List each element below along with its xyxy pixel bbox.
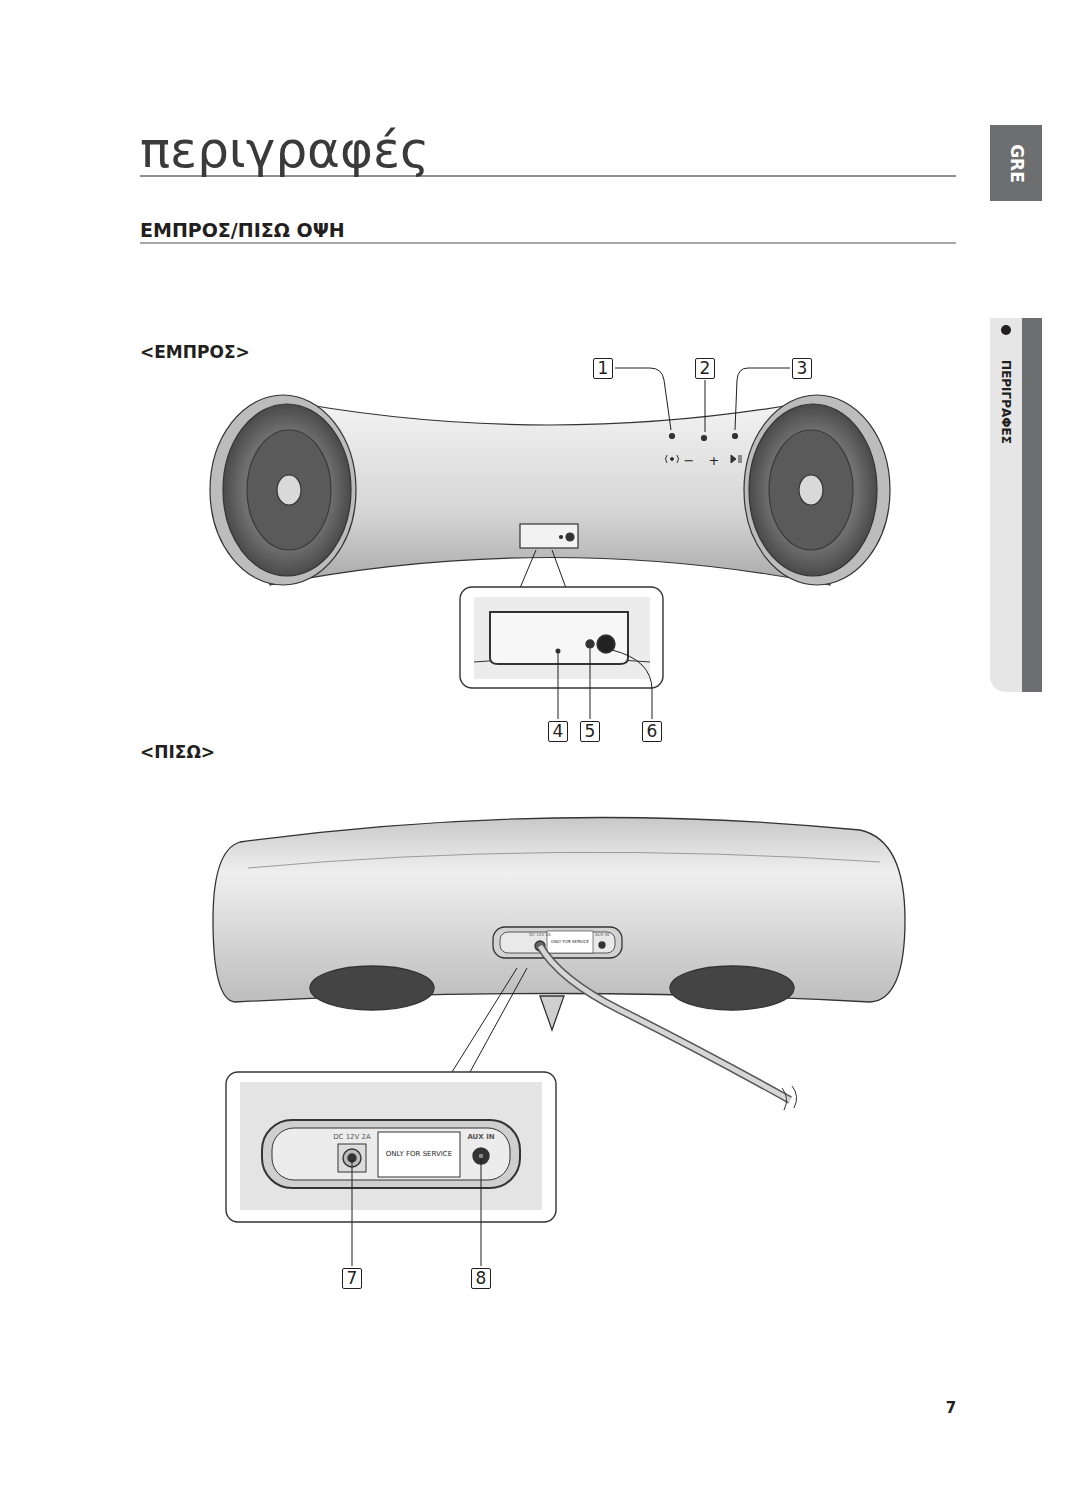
leader-line	[558, 649, 652, 719]
leader-line	[352, 1160, 353, 1266]
zoom-inset	[490, 612, 628, 664]
callout-number: 1	[593, 358, 614, 379]
port-label: AUX IN	[467, 1134, 494, 1141]
sticker-text: ONLY FOR SERVICE	[386, 1151, 452, 1158]
speaker-front	[210, 395, 890, 585]
speaker-front	[223, 404, 351, 576]
speaker-front	[739, 455, 740, 463]
power-cable	[470, 968, 527, 1072]
speaker-rear	[599, 942, 605, 948]
side-tab	[1022, 318, 1042, 692]
view-heading: <ΕΜΠΡΟΣ>	[140, 344, 250, 361]
section-heading: ΕΜΠΡΟΣ/ΠΙΣΩ ΟΨΗ	[140, 221, 345, 240]
leader-line	[558, 652, 559, 719]
callout-number: 2	[695, 358, 716, 379]
callout-number: 3	[792, 358, 813, 379]
leader-line	[735, 368, 790, 430]
speaker-rear	[670, 966, 794, 1010]
speaker-rear	[493, 927, 622, 958]
leader-line	[352, 1158, 481, 1266]
side-tab	[990, 318, 1022, 692]
language-tab: GRE	[1007, 144, 1024, 183]
speaker-front	[799, 475, 823, 505]
speaker-rear	[213, 818, 905, 1031]
port-label: DC 12V 2A	[529, 933, 551, 937]
speaker-rear	[248, 852, 880, 868]
speaker-front	[566, 533, 574, 541]
zoom-inset	[460, 587, 663, 688]
button-symbol: −	[684, 454, 695, 467]
callout-number: 4	[548, 721, 569, 742]
header-rules	[140, 243, 956, 244]
callout-number: 6	[642, 721, 663, 742]
speaker-front	[666, 455, 679, 463]
header-rules	[140, 176, 956, 177]
speaker-front	[744, 395, 890, 585]
header-rules	[140, 176, 956, 243]
power-cable	[540, 946, 790, 1100]
speaker-front	[769, 430, 853, 550]
zoom-inset	[378, 1132, 460, 1177]
power-cable	[452, 968, 517, 1072]
speaker-front	[277, 475, 301, 505]
leader-line	[612, 650, 652, 719]
speaker-front	[210, 395, 356, 585]
leader-line	[520, 550, 536, 588]
speaker-rear	[540, 996, 564, 1030]
leader-line	[705, 380, 706, 432]
port-label: DC 12V 2A	[333, 1134, 371, 1141]
side-tab	[1001, 325, 1011, 335]
leader-line	[481, 1158, 482, 1266]
leader-line	[520, 368, 790, 588]
zoom-inset	[586, 640, 594, 648]
zoom-inset	[272, 1128, 510, 1180]
callout-number: 7	[342, 1268, 363, 1289]
zoom-inset	[240, 1082, 542, 1210]
zoom-inset	[460, 587, 663, 688]
speaker-front	[733, 434, 738, 439]
leader-line	[552, 550, 566, 588]
side-tab	[990, 125, 1042, 201]
speaker-rear	[547, 931, 593, 953]
speaker-front	[671, 458, 674, 461]
speaker-front	[731, 455, 736, 463]
power-cable	[540, 946, 790, 1100]
speaker-front	[741, 455, 742, 463]
callout-number: 5	[580, 721, 601, 742]
zoom-inset	[226, 1072, 556, 1222]
power-cable	[782, 1086, 797, 1110]
speaker-rear	[310, 966, 434, 1010]
view-heading: <ΠΙΣΩ>	[140, 744, 215, 761]
zoom-inset	[226, 1072, 556, 1222]
leader-line	[615, 368, 671, 430]
speaker-front	[702, 436, 707, 441]
speaker-front	[666, 455, 742, 463]
speaker-front	[560, 536, 563, 539]
speaker-front	[670, 434, 675, 439]
side-tab	[990, 125, 1042, 692]
leader-line	[590, 649, 591, 719]
speaker-front	[520, 524, 578, 548]
page-number: 7	[946, 1401, 956, 1416]
zoom-inset	[474, 597, 650, 679]
button-symbol: +	[709, 454, 720, 467]
side-section-label: ΠΕΡΙΓΡΑΦΕΣ	[1000, 360, 1012, 444]
page-title: περιγραφές	[140, 125, 429, 175]
port-label: AUX IN	[595, 933, 609, 937]
sticker-text: ONLY FOR SERVICE	[551, 940, 589, 944]
callout-number: 8	[471, 1268, 492, 1289]
speaker-front	[749, 404, 877, 576]
speaker-front	[247, 430, 331, 550]
speaker-rear	[500, 932, 615, 953]
